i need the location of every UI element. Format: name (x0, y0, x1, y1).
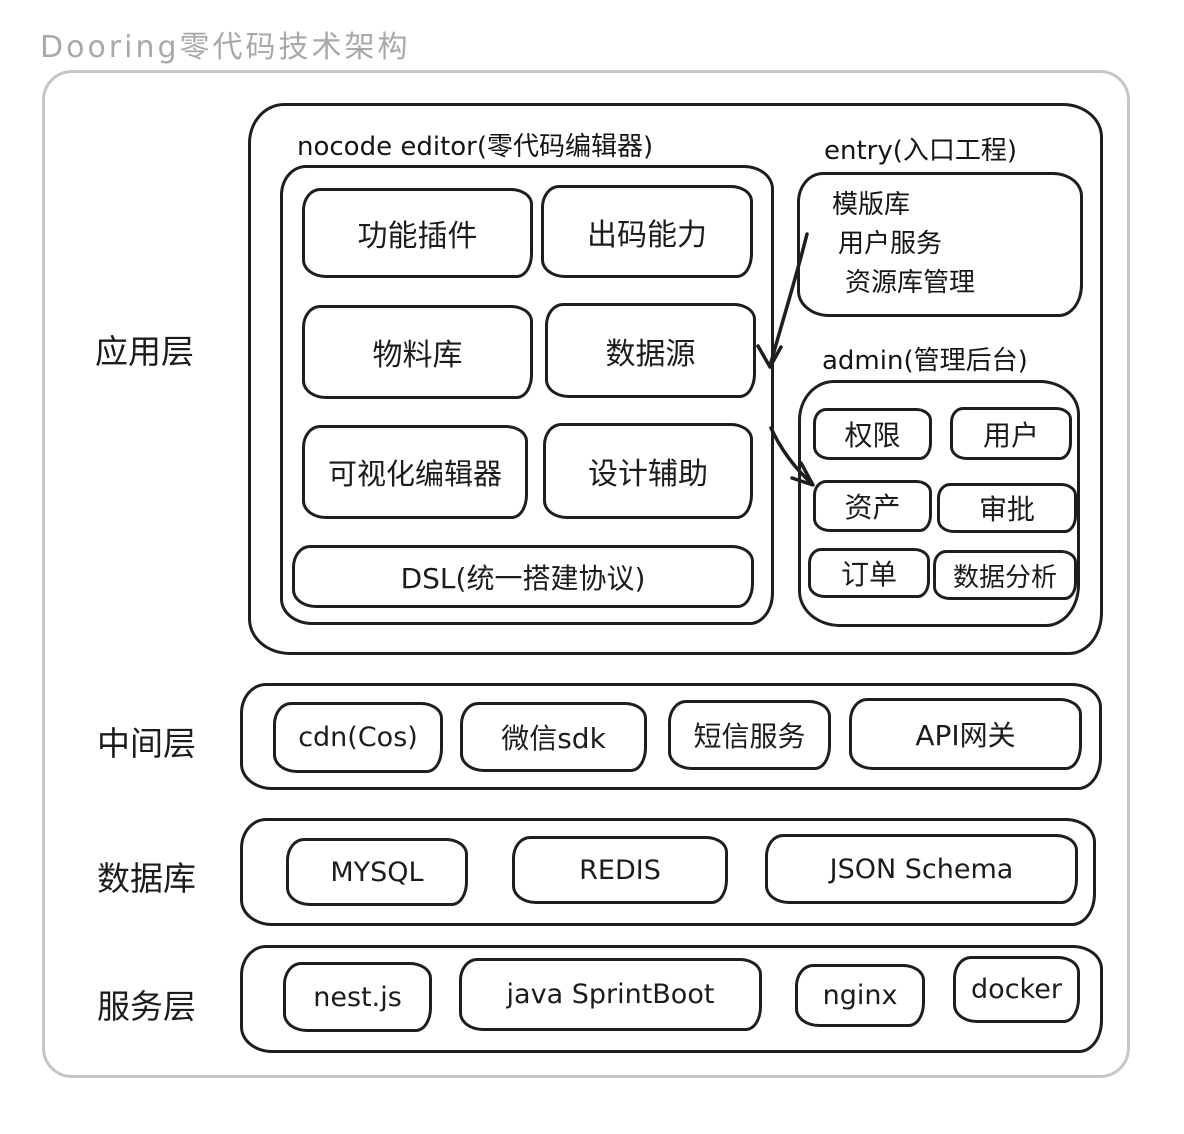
box-cdn-cos: cdn(Cos) (273, 702, 443, 773)
box-json-schema: JSON Schema (765, 834, 1078, 904)
page-title: Dooring零代码技术架构 (40, 30, 411, 65)
box-docker: docker (953, 956, 1080, 1023)
box-approval: 审批 (937, 483, 1077, 533)
nocode-editor-title: nocode editor(零代码编辑器) (297, 132, 654, 162)
box-code-generation: 出码能力 (541, 185, 753, 278)
box-redis: REDIS (512, 836, 728, 904)
entry-box (797, 172, 1083, 317)
box-wechat-sdk: 微信sdk (460, 702, 647, 772)
box-material-library: 物料库 (302, 305, 533, 399)
app-layer-label: 应用层 (95, 332, 194, 371)
box-dsl-protocol: DSL(统一搭建协议) (292, 545, 754, 608)
box-assets: 资产 (813, 480, 932, 532)
box-mysql: MYSQL (286, 838, 468, 906)
service-layer-label: 服务层 (97, 987, 196, 1026)
box-java-springboot: java SprintBoot (459, 958, 762, 1031)
box-feature-plugins: 功能插件 (302, 188, 533, 278)
box-visual-editor: 可视化编辑器 (302, 425, 528, 519)
box-sms-service: 短信服务 (668, 700, 831, 770)
box-data-analysis: 数据分析 (933, 550, 1077, 600)
box-data-source: 数据源 (545, 303, 756, 398)
middle-layer-label: 中间层 (97, 724, 196, 763)
entry-item-template-library: 模版库 (832, 190, 911, 220)
box-nestjs: nest.js (283, 962, 432, 1032)
box-api-gateway: API网关 (849, 698, 1082, 770)
box-orders: 订单 (808, 548, 930, 598)
entry-item-resource-management: 资源库管理 (845, 268, 976, 298)
entry-item-user-service: 用户服务 (838, 229, 943, 259)
box-design-assist: 设计辅助 (543, 423, 753, 519)
box-nginx: nginx (795, 964, 925, 1027)
admin-title: admin(管理后台) (822, 346, 1028, 376)
entry-title: entry(入口工程) (824, 136, 1018, 166)
box-permissions: 权限 (813, 408, 932, 460)
database-layer-label: 数据库 (97, 859, 196, 898)
box-users: 用户 (950, 407, 1072, 460)
